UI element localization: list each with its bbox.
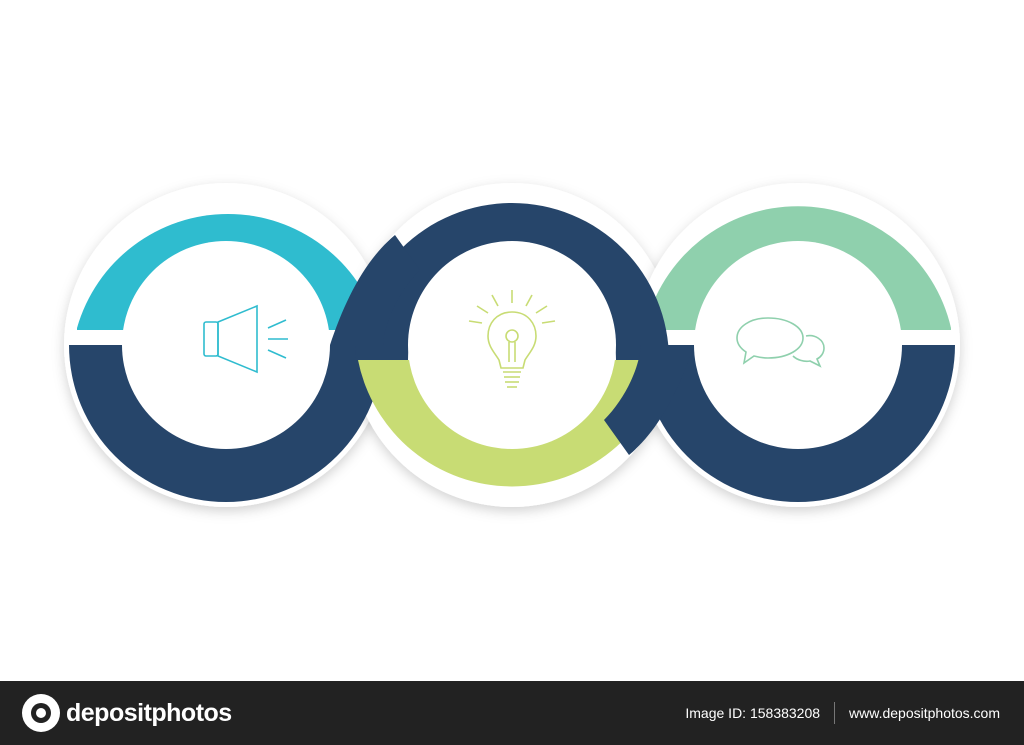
center-ring-top — [355, 203, 669, 360]
left-inner-disc — [122, 241, 330, 449]
brand-logo[interactable]: depositphotos — [22, 694, 232, 732]
camera-icon — [22, 694, 60, 732]
right-ring — [641, 206, 955, 502]
image-id-label: Image ID: 158383208 — [685, 705, 821, 721]
three-circle-infographic — [64, 183, 960, 507]
center-inner-disc — [408, 241, 616, 449]
brand-name: depositphotos — [66, 698, 232, 727]
center-right-link — [604, 345, 694, 455]
lightbulb-icon — [468, 290, 556, 388]
right-inner-disc — [694, 241, 902, 449]
footer-divider — [834, 702, 836, 724]
site-url-link[interactable]: www.depositphotos.com — [849, 705, 1000, 721]
footer-meta: Image ID: 158383208 www.depositphotos.co… — [685, 702, 1000, 724]
infographic-stage — [64, 183, 960, 507]
left-center-link — [330, 235, 420, 345]
footer-bar: depositphotos Image ID: 158383208 www.de… — [0, 681, 1024, 745]
center-ring — [355, 203, 669, 487]
left-ring — [69, 213, 383, 502]
speaker-icon — [203, 304, 288, 374]
chat-bubbles-icon — [736, 317, 825, 368]
